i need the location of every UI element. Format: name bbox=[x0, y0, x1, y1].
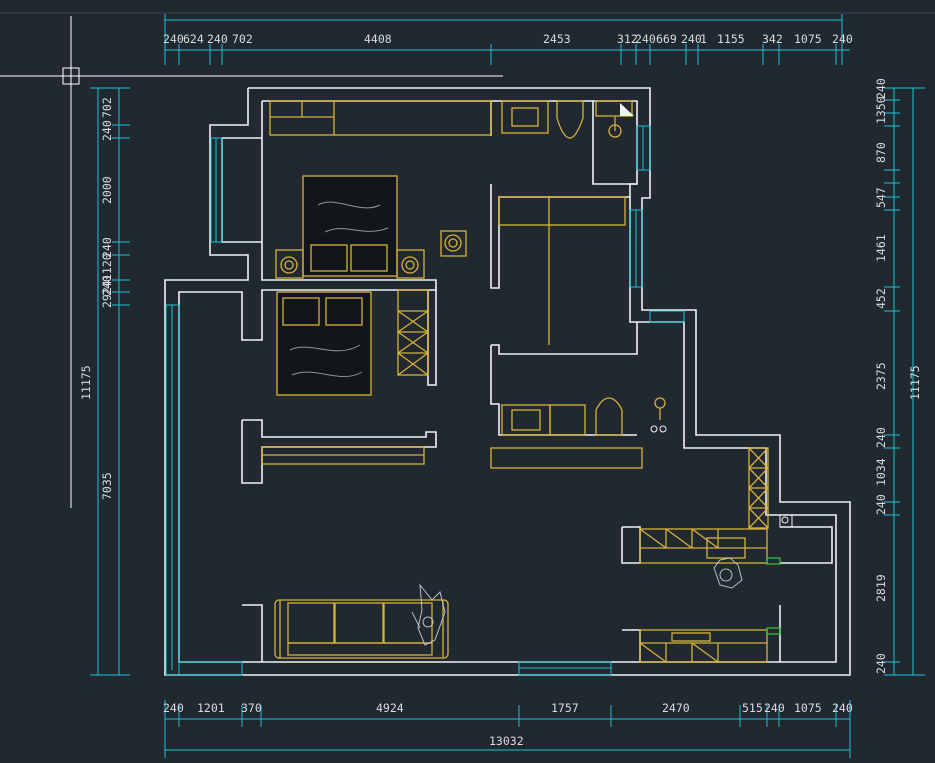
dim-right-6: 452 bbox=[874, 288, 888, 309]
dim-top-7: 312 bbox=[617, 32, 638, 46]
kitchen-counter-upper[interactable] bbox=[639, 514, 793, 565]
bathroom-lower-fixtures[interactable] bbox=[501, 397, 667, 436]
dim-bottom-9: 1075 bbox=[794, 701, 822, 715]
dim-left-2: 240 bbox=[100, 120, 114, 141]
dim-bottom-4: 4924 bbox=[376, 701, 404, 715]
bathroom-top-fixtures[interactable] bbox=[501, 100, 634, 139]
dim-right-4: 547 bbox=[874, 187, 888, 208]
dim-top-11: 1 bbox=[700, 32, 707, 46]
lamp-table[interactable] bbox=[440, 230, 467, 257]
crosshair-cursor-icon bbox=[0, 16, 503, 508]
dim-bottom-8: 240 bbox=[764, 701, 785, 715]
dim-top-3: 240 bbox=[207, 32, 228, 46]
dim-bottom-3: 370 bbox=[241, 701, 262, 715]
dim-left-4: 240 bbox=[100, 237, 114, 258]
dim-bottom-1: 240 bbox=[163, 701, 184, 715]
dim-top-10: 240 bbox=[681, 32, 702, 46]
right-dimension-labels: 240 1350 870 547 1461 452 2375 240 1034 … bbox=[874, 78, 922, 674]
left-dimension-labels: 702 240 2000 240 1120 240 2924 7035 1117… bbox=[79, 97, 114, 500]
dim-top-9: 669 bbox=[656, 32, 677, 46]
dim-top-12: 1155 bbox=[717, 32, 745, 46]
right-dimension-lines bbox=[884, 87, 925, 676]
dim-left-6: 240 bbox=[100, 275, 114, 296]
dim-top-14: 1075 bbox=[794, 32, 822, 46]
hallway-counter[interactable] bbox=[490, 447, 643, 469]
dim-right-2: 1350 bbox=[874, 96, 888, 124]
dim-left-7: 2924 bbox=[100, 280, 114, 308]
sofa[interactable] bbox=[274, 599, 449, 659]
dim-bottom-6: 2470 bbox=[662, 701, 690, 715]
person-figure-icon bbox=[713, 557, 743, 589]
kitchen-counter-lower[interactable] bbox=[639, 627, 781, 663]
dim-right-8: 240 bbox=[874, 427, 888, 448]
left-dimension-lines bbox=[90, 87, 130, 676]
dim-top-1: 240 bbox=[163, 32, 184, 46]
dim-top-8: 240 bbox=[635, 32, 656, 46]
nightstand-left[interactable] bbox=[275, 249, 304, 279]
nightstand-right[interactable] bbox=[396, 249, 425, 279]
dim-left-1: 702 bbox=[100, 97, 114, 118]
dim-top-5: 4408 bbox=[364, 32, 392, 46]
exterior-walls[interactable] bbox=[164, 87, 851, 676]
dim-right-7: 2375 bbox=[874, 362, 888, 390]
dim-right-total: 11175 bbox=[908, 365, 922, 400]
dim-bottom-10: 240 bbox=[832, 701, 853, 715]
dim-left-8: 7035 bbox=[100, 472, 114, 500]
dim-right-1: 240 bbox=[874, 78, 888, 99]
bedroom-cabinet[interactable] bbox=[397, 289, 429, 376]
dim-top-4: 702 bbox=[232, 32, 253, 46]
dim-bottom-7: 515 bbox=[742, 701, 763, 715]
dim-bottom-total: 13032 bbox=[489, 734, 524, 748]
windows bbox=[165, 125, 685, 676]
dim-bottom-2: 1201 bbox=[197, 701, 225, 715]
top-dimension-labels: 240 624 240 702 4408 2453 312 240 669 24… bbox=[163, 32, 853, 46]
master-bed[interactable] bbox=[302, 175, 398, 277]
dim-right-9: 1034 bbox=[874, 458, 888, 486]
dim-right-12: 240 bbox=[874, 653, 888, 674]
dim-left-total: 11175 bbox=[79, 365, 93, 400]
dim-bottom-5: 1757 bbox=[551, 701, 579, 715]
dim-right-5: 1461 bbox=[874, 234, 888, 262]
bottom-dimension-lines bbox=[164, 700, 851, 758]
dim-top-15: 240 bbox=[832, 32, 853, 46]
kitchen-tall-cabinet[interactable] bbox=[748, 447, 769, 529]
second-bed[interactable] bbox=[276, 291, 372, 396]
dim-left-3: 2000 bbox=[100, 176, 114, 204]
dim-top-13: 342 bbox=[762, 32, 783, 46]
top-dimension-lines bbox=[164, 14, 850, 65]
tv-cabinet[interactable] bbox=[261, 446, 425, 465]
person-figure-icon bbox=[411, 583, 446, 646]
dim-left-5: 1120 bbox=[100, 253, 114, 281]
dim-right-11: 2819 bbox=[874, 574, 888, 602]
dim-right-10: 240 bbox=[874, 494, 888, 515]
dim-right-3: 870 bbox=[874, 142, 888, 163]
wardrobe-top[interactable] bbox=[269, 100, 492, 136]
dim-top-6: 2453 bbox=[543, 32, 571, 46]
bottom-dimension-labels: 240 1201 370 4924 1757 2470 515 240 1075… bbox=[163, 701, 853, 748]
dim-top-2: 624 bbox=[183, 32, 204, 46]
study-desk[interactable] bbox=[498, 196, 626, 345]
